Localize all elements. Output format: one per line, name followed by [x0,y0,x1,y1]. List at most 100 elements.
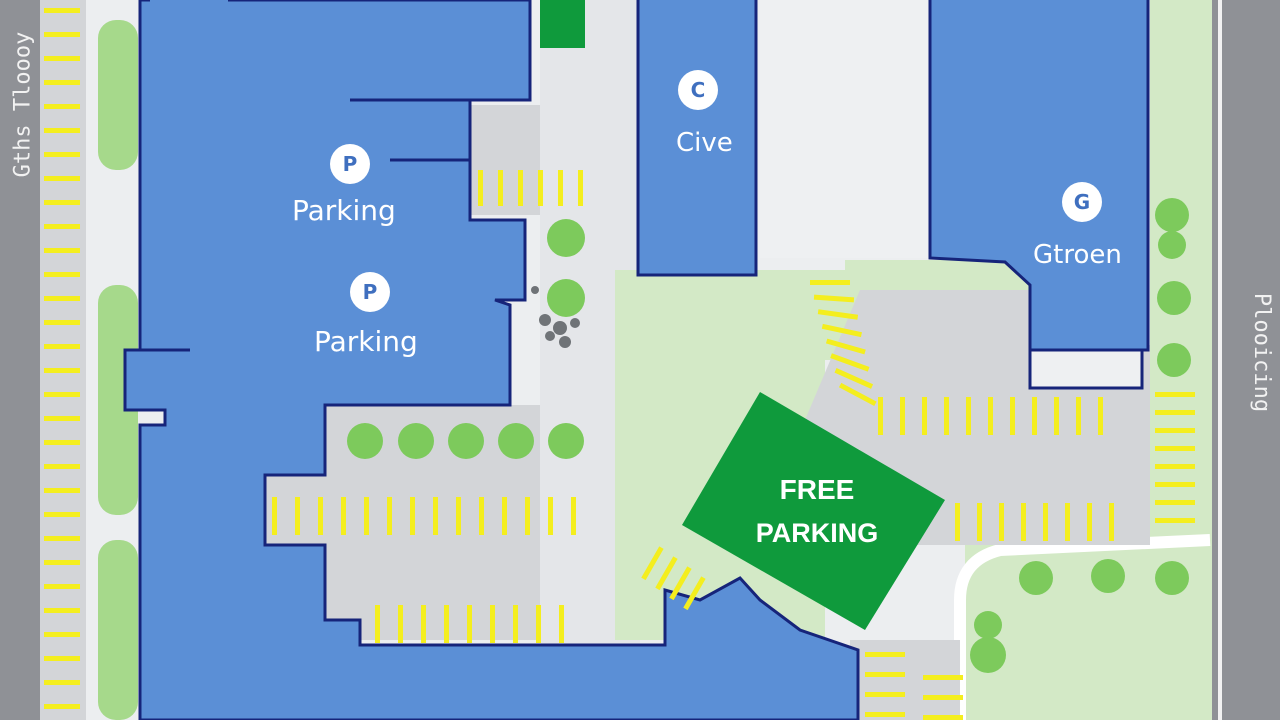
parking-stripe [865,672,905,677]
parking-stripe [44,416,80,421]
parking-stripe [467,605,472,643]
parking-stripe [813,294,855,303]
right-street-name: Plooicing [1249,292,1275,413]
parking-stripe [44,632,80,637]
parking-stripe [559,605,564,643]
parking-stripe [498,170,503,206]
parking-stripe [44,248,80,253]
tree [498,423,534,459]
left-parking-lane [40,0,86,720]
parking-stripe [838,382,877,407]
building-notch [150,0,228,8]
grass-area [615,270,845,360]
parking-stripe [1155,410,1195,415]
parking-stripe [683,576,706,611]
free-parking-label[interactable]: PARKING [755,518,879,548]
parking-pin-icon[interactable]: P [330,144,370,184]
parking-stripe [1021,503,1026,541]
left-lane-stripes [44,8,80,709]
parking-stripe [558,170,563,206]
parking-stripes [272,170,1195,720]
parking-stripe [272,497,277,535]
parking-stripe [44,200,80,205]
tree [347,423,383,459]
parking-stripe [44,512,80,517]
parking-stripe [44,536,80,541]
parking-stripe [44,464,80,469]
parking-stripe [44,656,80,661]
parking-stripe [456,497,461,535]
parking-stripe [923,675,963,680]
parking-label[interactable]: Parking [292,194,396,227]
building-label-cive[interactable]: Cive [676,128,733,158]
parking-label[interactable]: Parking [314,325,418,358]
rocks [531,286,580,348]
parking-stripe [1098,397,1103,435]
road-edge-line [1218,0,1222,720]
parking-stripe [1054,397,1059,435]
tree [1155,198,1189,232]
parking-stripe [1043,503,1048,541]
building-label-gtroen[interactable]: Gtroen [1033,240,1122,270]
parking-stripe [1087,503,1092,541]
parking-stripe [825,338,866,355]
parking-stripe [1155,518,1195,523]
building-main [123,0,860,720]
parking-stripe [44,152,80,157]
parking-stripe [1010,397,1015,435]
tree [970,637,1006,673]
parking-stripe [295,497,300,535]
parking-stripe [922,397,927,435]
parking-stripe [669,566,692,601]
tree [547,219,585,257]
parking-stripe [44,128,80,133]
parking-stripe [478,170,483,206]
parking-stripe [398,605,403,643]
parking-stripe [341,497,346,535]
footpath [954,534,1211,720]
parking-stripe [1155,482,1195,487]
parking-stripe [502,497,507,535]
tree [1155,561,1189,595]
parking-stripe [44,104,80,109]
parking-stripe [44,608,80,613]
location-pin-icon[interactable]: C [678,70,718,110]
parking-stripe [1155,428,1195,433]
parking-lot [265,405,540,640]
parking-stripe [1155,446,1195,451]
parking-stripe [1065,503,1070,541]
parking-stripe [810,280,850,285]
parking-stripe [865,692,905,697]
right-road [1212,0,1280,720]
parking-stripe [817,309,859,320]
left-street-name: Gths Tloooy [10,31,36,178]
green-block [540,0,585,48]
parking-stripe [641,546,664,581]
building-cive [636,0,758,277]
parking-stripe [944,397,949,435]
parking-stripe [44,680,80,685]
parking-stripe [44,272,80,277]
location-pin-icon[interactable]: G [1062,182,1102,222]
tree [448,423,484,459]
free-parking-label[interactable]: FREE [779,474,855,505]
parking-stripe [479,497,484,535]
parking-stripe [571,497,576,535]
left-road [0,0,40,720]
parking-stripe [1155,500,1195,505]
tree [1158,231,1186,259]
tree [548,423,584,459]
parking-stripe [44,344,80,349]
parking-stripe [525,497,530,535]
parking-pin-icon[interactable]: P [350,272,390,312]
parking-stripe [923,695,963,700]
parking-stripe [518,170,523,206]
parking-stripe [923,715,963,720]
parking-stripe [44,176,80,181]
tree [547,279,585,317]
parking-stripe [538,170,543,206]
parking-stripe [444,605,449,643]
tree [974,611,1002,639]
